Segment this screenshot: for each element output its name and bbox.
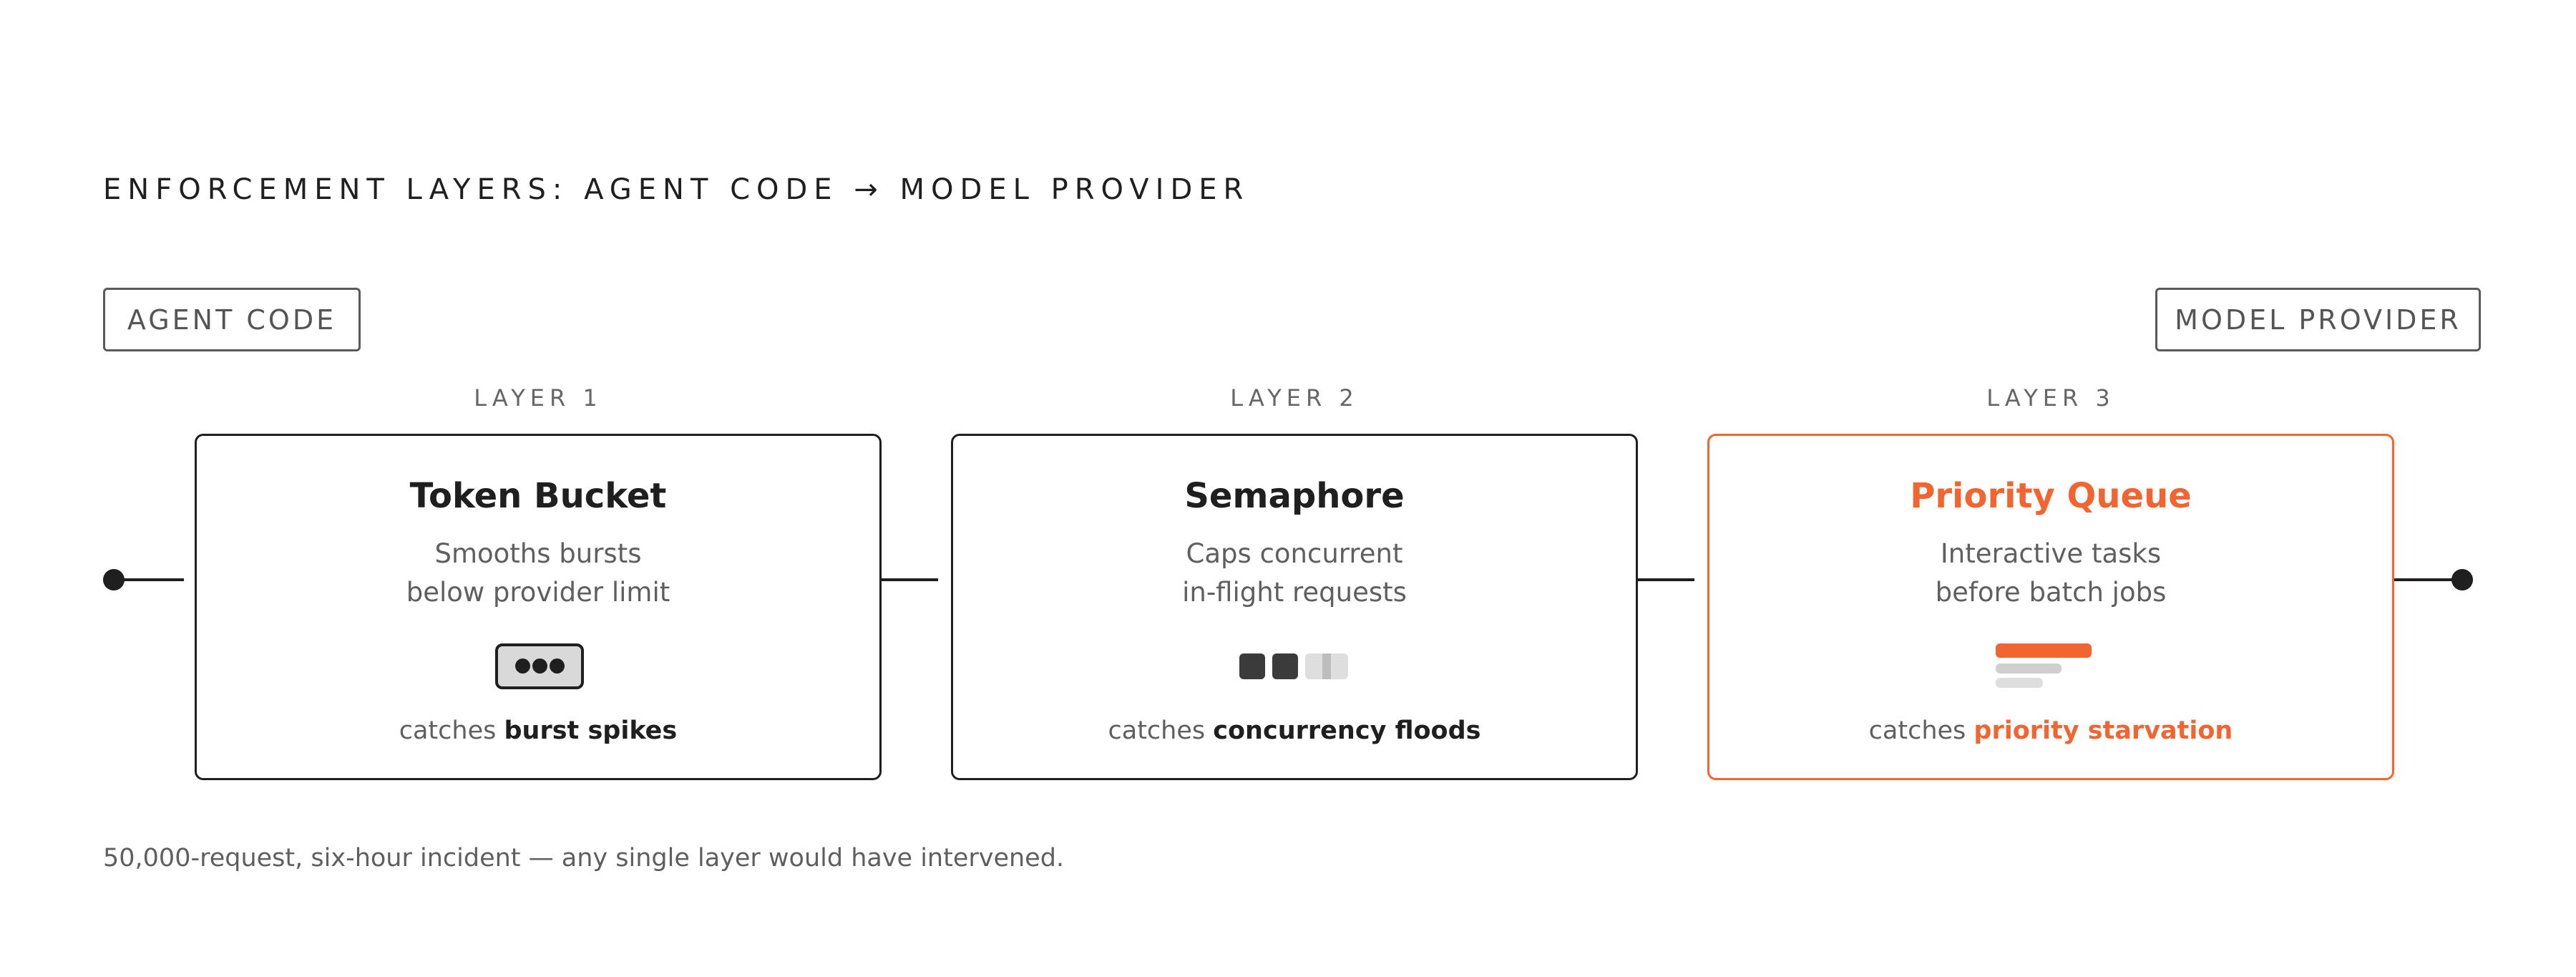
description-line: before batch jobs: [1935, 577, 2167, 608]
layer-title: Token Bucket: [409, 476, 667, 516]
slot-partial: [1305, 653, 1348, 679]
layer-title: Semaphore: [1184, 476, 1405, 516]
slot-partial-fill: [1322, 653, 1331, 679]
description-line: Caps concurrent: [1186, 538, 1403, 569]
token-dot: [532, 658, 547, 674]
catches-prefix: catches: [1868, 716, 1966, 745]
slot-occupied: [1272, 653, 1298, 679]
agent-code-endpoint: AGENT CODE: [103, 288, 361, 351]
token-dot: [515, 658, 530, 674]
catches-target: priority starvation: [1974, 716, 2233, 745]
token-dot: [550, 658, 565, 674]
diagram-title: ENFORCEMENT LAYERS: AGENT CODE → MODEL P…: [103, 173, 1250, 206]
connector-2-3: [1636, 578, 1694, 581]
layer-title: Priority Queue: [1910, 476, 2192, 516]
bucket-tokens-icon: [197, 643, 879, 689]
model-provider-endpoint: MODEL PROVIDER: [2155, 288, 2481, 351]
description-line: Interactive tasks: [1940, 538, 2162, 569]
connector-start: [114, 578, 184, 581]
priority-bar-high: [1996, 643, 2092, 658]
catches-prefix: catches: [399, 716, 497, 745]
bucket-shape: [495, 643, 584, 689]
connector-1-2: [879, 578, 938, 581]
description-line: Smooths bursts: [434, 538, 642, 569]
priority-bar-low: [1996, 678, 2043, 688]
catches-line: catches concurrency floods: [953, 716, 1636, 745]
catches-target: concurrency floods: [1213, 716, 1481, 745]
semaphore-slots-icon: [953, 643, 1636, 689]
priority-bar-mid: [1996, 664, 2062, 674]
catches-line: catches burst spikes: [197, 716, 879, 745]
catches-target: burst spikes: [504, 716, 678, 745]
priority-queue-box: Priority Queue Interactive tasks before …: [1707, 434, 2394, 780]
layer-3-label: LAYER 3: [1986, 384, 2115, 412]
catches-line: catches priority starvation: [1709, 716, 2392, 745]
description-line: in-flight requests: [1182, 577, 1407, 608]
description-line: below provider limit: [406, 577, 670, 608]
catches-prefix: catches: [1108, 716, 1206, 745]
footnote: 50,000-request, six-hour incident — any …: [103, 844, 1065, 873]
connector-end: [2392, 578, 2462, 581]
slot-occupied: [1239, 653, 1265, 679]
end-node: [2451, 569, 2473, 590]
layer-description: Smooths bursts below provider limit: [197, 535, 879, 612]
layer-1-label: LAYER 1: [474, 384, 602, 412]
layer-description: Caps concurrent in-flight requests: [953, 535, 1636, 612]
token-bucket-box: Token Bucket Smooths bursts below provid…: [195, 434, 882, 780]
layer-description: Interactive tasks before batch jobs: [1709, 535, 2392, 612]
semaphore-box: Semaphore Caps concurrent in-flight requ…: [951, 434, 1638, 780]
priority-bars-icon: [1709, 643, 2392, 689]
layer-2-label: LAYER 2: [1230, 384, 1359, 412]
